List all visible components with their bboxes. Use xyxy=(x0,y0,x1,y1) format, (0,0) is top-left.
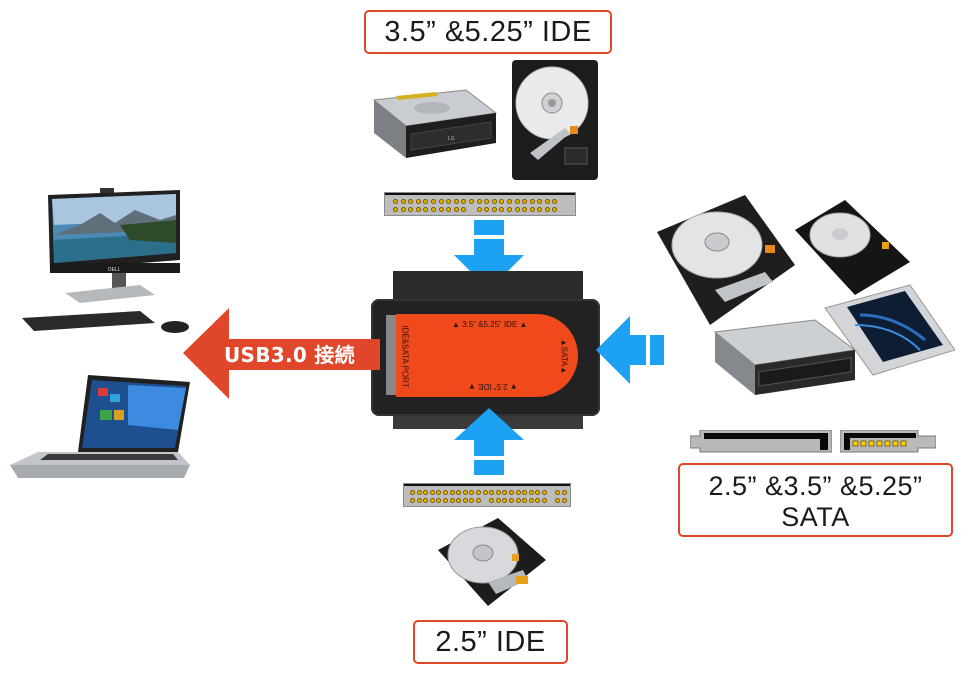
ide-sata-usb-adapter: ▲ 3.5” &5.25” IDE ▲ IDE&SATA PORT ▲SATA▲… xyxy=(371,271,600,429)
ide-44pin-connector-bottom xyxy=(403,483,571,507)
hdd-2.5-icon xyxy=(438,518,546,606)
usb-arrow: USB3.0 接続 xyxy=(183,306,380,401)
label-sata-sizes: 2.5” &3.5” &5.25” xyxy=(708,471,923,501)
desktop-computer-icon: DELL xyxy=(22,188,189,333)
arrow-left-icon xyxy=(596,316,664,384)
label-ide-3.5-5.25: 3.5” &5.25” IDE xyxy=(364,10,612,54)
laptop-icon xyxy=(10,375,190,478)
adapter-bottom-label: ▼ 2.5” IDE ▼ xyxy=(468,382,518,391)
svg-text:LG: LG xyxy=(448,136,455,142)
adapter-top-label: ▲ 3.5” &5.25” IDE ▲ xyxy=(452,320,528,329)
label-sata-2.5-3.5-5.25: 2.5” &3.5” &5.25” SATA xyxy=(678,463,953,537)
usb-arrow-icon xyxy=(183,308,380,399)
sata-drives-group-icon xyxy=(657,195,955,395)
svg-text:DELL: DELL xyxy=(108,267,121,273)
sata-power-connector-icon xyxy=(690,430,832,453)
usb-connection-label: USB3.0 接続 xyxy=(224,343,355,367)
ide-40pin-connector-top xyxy=(384,192,576,216)
label-ide-2.5: 2.5” IDE xyxy=(413,620,568,664)
label-sata: SATA xyxy=(781,502,850,532)
sata-data-connector-icon xyxy=(840,430,936,453)
arrow-up-icon xyxy=(454,408,524,475)
optical-drive-icon: LG xyxy=(372,89,498,158)
hdd-3.5-icon xyxy=(512,60,598,180)
adapter-sata-label: ▲SATA▲ xyxy=(559,338,569,375)
adapter-side-label: IDE&SATA PORT xyxy=(400,325,410,388)
